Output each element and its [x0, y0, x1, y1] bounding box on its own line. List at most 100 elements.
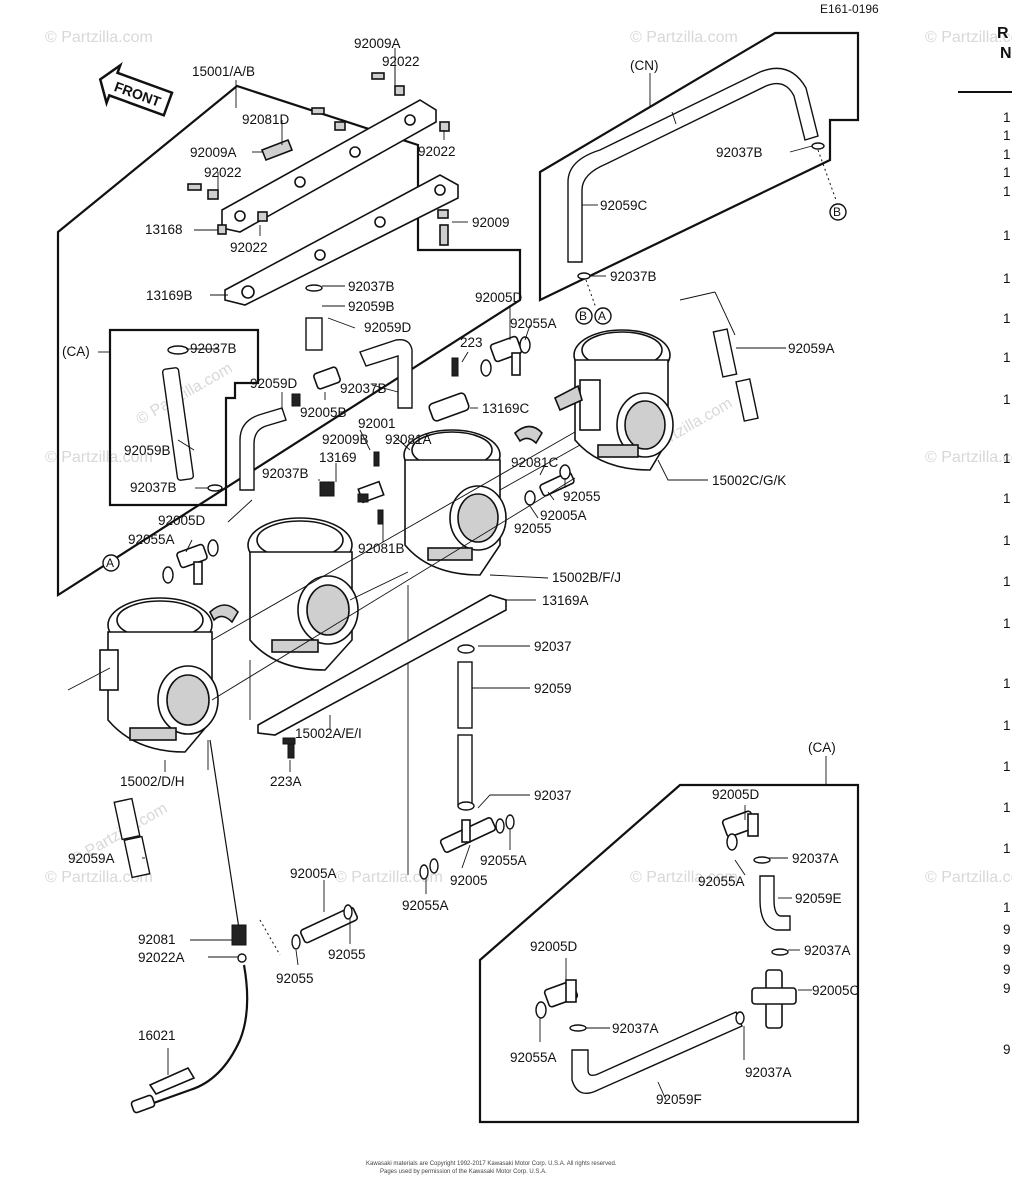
hose-92059A: [712, 328, 738, 378]
ref-number: 1: [1003, 574, 1011, 589]
part-label: 92059A: [788, 341, 835, 356]
diagram-code: E161-0196: [820, 2, 879, 16]
part-label: 13168: [145, 222, 183, 237]
ca-bottom-parts: [535, 810, 797, 1094]
watermark-text: © Partzilla.com: [45, 869, 153, 886]
ref-number: 1: [1003, 165, 1011, 180]
hose-92059C: [567, 67, 819, 263]
watermark-text: © Partzilla.com: [45, 449, 153, 466]
part-label: 92009: [472, 215, 510, 230]
alignment-lines: [67, 291, 736, 875]
part-label: 13169A: [542, 593, 589, 608]
part-label: 13169C: [482, 401, 530, 416]
group-label-ca-left: (CA): [62, 344, 90, 359]
part-label: 92037B: [716, 145, 763, 160]
part-label: 92005D: [530, 939, 578, 954]
part-label: 92005C: [812, 983, 860, 998]
watermark-text: © Partzilla.com: [925, 29, 1012, 46]
part-label: 92005D: [712, 787, 760, 802]
callout-b: B: [833, 205, 841, 219]
part-label: 92055A: [698, 874, 745, 889]
part-label: 92037A: [792, 851, 839, 866]
part-label: 92055A: [402, 898, 449, 913]
dash-line: [817, 149, 837, 201]
part-label: 92022A: [138, 950, 185, 965]
part-label: 92022: [230, 240, 268, 255]
group-label-ca-bottom: (CA): [808, 740, 836, 755]
ref-number: 9: [1003, 981, 1011, 996]
part-label: 92055A: [510, 1050, 557, 1065]
leader-lines: [142, 48, 813, 1101]
ref-number: 9: [1003, 1042, 1011, 1057]
part-label: 92059C: [600, 198, 648, 213]
watermark-text: © Partzilla.com: [925, 449, 1012, 466]
ref-number: 9: [1003, 962, 1011, 977]
part-label: 92022: [204, 165, 242, 180]
copyright-line: Kawasaki materials are Copyright 1992-20…: [366, 1161, 617, 1167]
part-label: 92005B: [300, 405, 347, 420]
ref-number: 1: [1003, 110, 1011, 125]
throttle-cable-16021: [130, 739, 249, 1114]
part-label: 92022: [382, 54, 420, 69]
ref-number: 1: [1003, 228, 1011, 243]
part-label: 92081: [138, 932, 176, 947]
ref-number: 1: [1003, 533, 1011, 548]
part-label: 92081A: [385, 432, 432, 447]
ref-number: 1: [1003, 392, 1011, 407]
part-label: 92055: [563, 489, 601, 504]
ref-number: 1: [1003, 128, 1011, 143]
ref-number: 1: [1003, 759, 1011, 774]
part-labels: 15001/A/B 92009A 92022 92081D 92009A 920…: [68, 36, 860, 1107]
hose-92059D: [239, 407, 287, 491]
lower-left-hose-92059A: [113, 797, 151, 879]
part-label: 92081B: [358, 541, 405, 556]
header-partial-r: R: [997, 25, 1009, 42]
header-partial-n: N: [1000, 45, 1012, 62]
link-plate-13169A: [257, 594, 507, 736]
part-label: 92005A: [290, 866, 337, 881]
part-label: 92022: [418, 144, 456, 159]
group-box-ca-bottom: [478, 783, 860, 1124]
hose-92059B: [161, 367, 195, 481]
part-label: 15002B/F/J: [552, 570, 621, 585]
ref-number: 1: [1003, 271, 1011, 286]
ref-number: 1: [1003, 800, 1011, 815]
part-label: 92037: [534, 788, 572, 803]
part-label: 92059E: [795, 891, 842, 906]
part-label: 92055: [514, 521, 552, 536]
part-label: 92005A: [540, 508, 587, 523]
ref-number: 1: [1003, 900, 1011, 915]
part-label: 92005: [450, 873, 488, 888]
group-box-ca-left: [108, 328, 260, 507]
connector-92005A: [259, 904, 359, 956]
part-label: 92037B: [610, 269, 657, 284]
ref-number: 1: [1003, 184, 1011, 199]
part-label: 92037A: [804, 943, 851, 958]
ref-number: 9: [1003, 942, 1011, 957]
part-label: 92037B: [348, 279, 395, 294]
part-label: 223A: [270, 774, 302, 789]
part-label: 92009A: [354, 36, 401, 51]
hose-92059D: [359, 339, 413, 409]
part-label: 16021: [138, 1028, 176, 1043]
front-arrow: FRONT: [98, 62, 174, 117]
fittings: [162, 335, 583, 624]
center-hose-92059: [419, 644, 515, 880]
part-label: 92009B: [322, 432, 369, 447]
part-label: 92059B: [348, 299, 395, 314]
part-label: 92037B: [130, 480, 177, 495]
part-label: 92055A: [480, 853, 527, 868]
part-label: 92005D: [158, 513, 206, 528]
part-label: 223: [460, 335, 483, 350]
screws-upper: [187, 72, 450, 246]
part-label: 15002C/G/K: [712, 473, 786, 488]
part-label: 92055A: [128, 532, 175, 547]
clip-92037B: [305, 284, 323, 292]
ref-number: 1: [1003, 451, 1011, 466]
part-label: 15001/A/B: [192, 64, 255, 79]
part-label: 92059F: [656, 1092, 702, 1107]
hose-92059B: [305, 317, 323, 351]
ref-number: 1: [1003, 841, 1011, 856]
